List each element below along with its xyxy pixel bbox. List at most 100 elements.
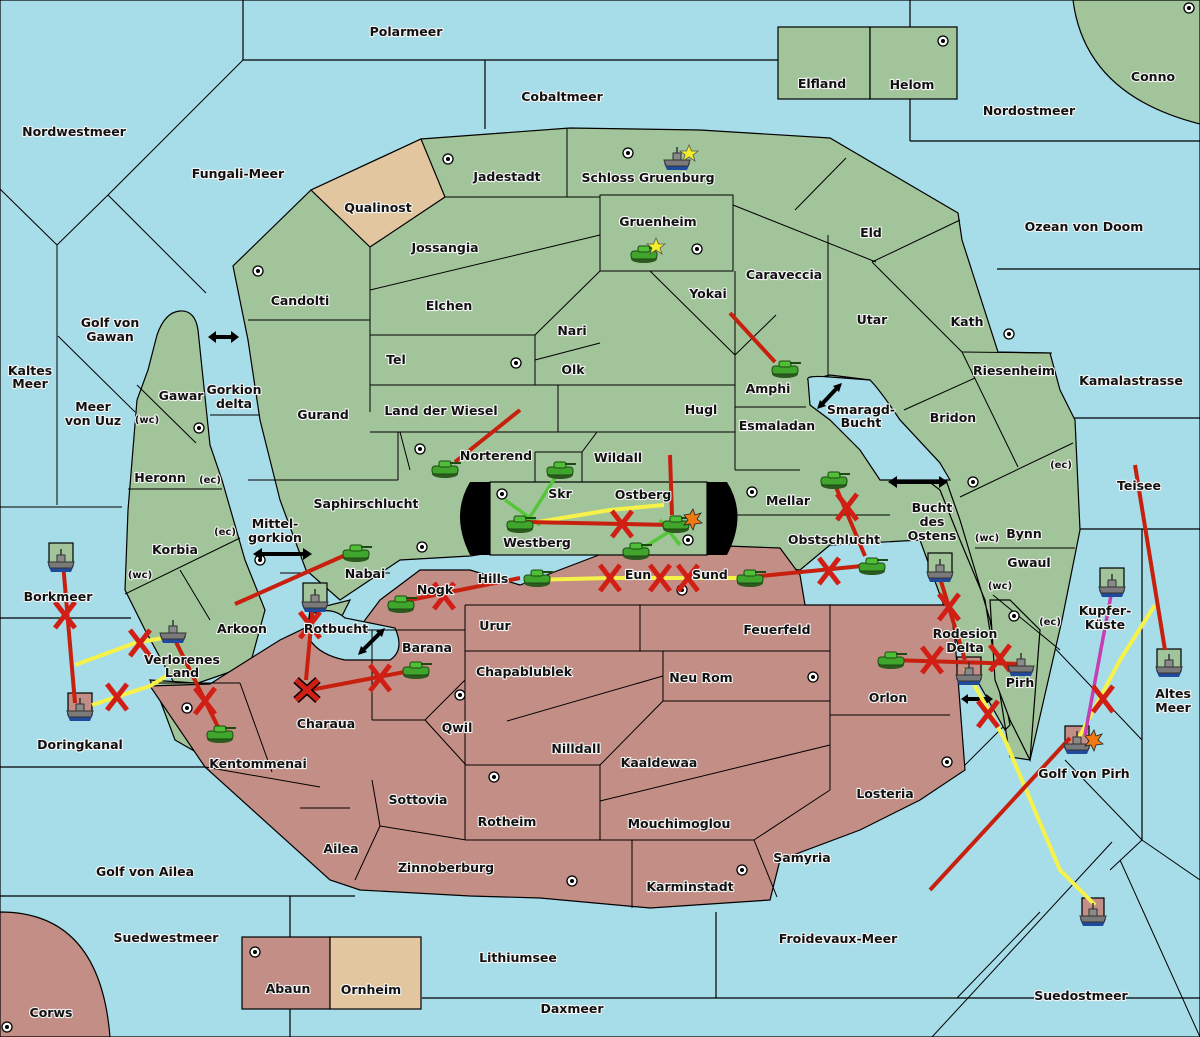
fleet-unit-icon[interactable] bbox=[159, 620, 187, 643]
army-unit-icon[interactable] bbox=[877, 651, 907, 669]
fleet-unit-icon[interactable] bbox=[66, 698, 94, 721]
label-rotbucht: Rotbucht bbox=[304, 621, 368, 636]
star-icon bbox=[678, 143, 700, 162]
label-sottovia: Sottovia bbox=[389, 792, 448, 807]
army-unit-icon[interactable] bbox=[431, 460, 461, 478]
army-unit-icon[interactable] bbox=[622, 542, 652, 560]
army-unit-icon[interactable] bbox=[771, 360, 801, 378]
supply-center-icon bbox=[488, 771, 500, 783]
region-conno[interactable] bbox=[1072, 0, 1200, 125]
army-unit-icon[interactable] bbox=[662, 508, 703, 533]
fleet-unit-icon[interactable] bbox=[301, 589, 329, 612]
fleet-unit-icon[interactable] bbox=[1007, 653, 1035, 676]
supply-center-icon bbox=[414, 443, 426, 455]
label-qwil: Qwil bbox=[442, 720, 473, 735]
label-feuerfeld: Feuerfeld bbox=[743, 622, 810, 637]
army-unit-icon[interactable] bbox=[820, 471, 850, 489]
army-unit-icon[interactable] bbox=[858, 557, 888, 575]
label-wildall: Wildall bbox=[594, 450, 642, 465]
label-land-wiesel: Land der Wiesel bbox=[384, 403, 497, 418]
fleet-unit-icon[interactable] bbox=[1155, 654, 1183, 677]
coast-label: (ec) bbox=[1039, 617, 1061, 628]
label-karminstadt: Karminstadt bbox=[646, 879, 733, 894]
label-arkoon: Arkoon bbox=[217, 621, 267, 636]
label-verlorenes-2: Land bbox=[165, 665, 199, 680]
label-gurand: Gurand bbox=[297, 407, 349, 422]
supply-center-icon bbox=[807, 671, 819, 683]
label-olk: Olk bbox=[561, 362, 585, 377]
supply-center-icon bbox=[937, 35, 949, 47]
region-pirh[interactable] bbox=[989, 599, 1041, 763]
failed-order-x-icon bbox=[298, 610, 322, 640]
label-kath: Kath bbox=[951, 314, 984, 329]
label-orlon: Orlon bbox=[869, 690, 908, 705]
fleet-unit-icon[interactable] bbox=[1079, 903, 1107, 926]
army-unit-icon[interactable] bbox=[546, 461, 576, 479]
region-corws[interactable] bbox=[0, 911, 111, 1037]
label-rodesion-2: Delta bbox=[946, 640, 984, 655]
label-froidevaux: Froidevaux-Meer bbox=[779, 931, 898, 946]
army-unit-icon[interactable] bbox=[387, 595, 417, 613]
failed-order-x-icon bbox=[817, 556, 841, 586]
failed-order-x-icon bbox=[648, 563, 672, 593]
label-smaragd: Smaragd- bbox=[827, 402, 895, 417]
army-unit-icon[interactable] bbox=[402, 661, 432, 679]
label-nilldall: Nilldall bbox=[551, 741, 600, 756]
label-verlorenes: Verlorenes bbox=[144, 652, 220, 667]
label-utar: Utar bbox=[857, 312, 889, 327]
supply-center-icon bbox=[442, 153, 454, 165]
label-borkmeer: Borkmeer bbox=[24, 589, 94, 604]
failed-order-x-icon bbox=[976, 699, 1000, 729]
army-unit-icon[interactable] bbox=[523, 569, 553, 587]
failed-order-x-icon bbox=[920, 645, 944, 675]
region-ornheim[interactable] bbox=[329, 936, 422, 1010]
label-kentommenai: Kentommenai bbox=[209, 756, 307, 771]
label-nari: Nari bbox=[557, 323, 586, 338]
fleet-unit-icon[interactable] bbox=[955, 662, 983, 685]
fleet-unit-icon[interactable] bbox=[1098, 574, 1126, 597]
borders bbox=[124, 128, 1075, 908]
label-golf-ailea: Golf von Ailea bbox=[96, 864, 194, 879]
label-mellar: Mellar bbox=[766, 493, 811, 508]
fleet-unit-icon[interactable] bbox=[47, 549, 75, 572]
label-bridon: Bridon bbox=[930, 410, 976, 425]
army-unit-icon[interactable] bbox=[630, 236, 667, 263]
label-saphirschlucht: Saphirschlucht bbox=[314, 496, 419, 511]
label-bynn: Bynn bbox=[1006, 526, 1041, 541]
label-altes: Altes bbox=[1155, 686, 1191, 701]
label-amphi: Amphi bbox=[746, 381, 791, 396]
label-ailea: Ailea bbox=[323, 841, 358, 856]
coast-label: (ec) bbox=[199, 475, 221, 486]
label-doringkanal: Doringkanal bbox=[37, 737, 123, 752]
supply-center-icon bbox=[1183, 2, 1195, 14]
label-suedwestmeer: Suedwestmeer bbox=[114, 930, 220, 945]
supply-center-icon bbox=[249, 946, 261, 958]
label-mittel: Mittel- bbox=[252, 516, 299, 531]
fleet-unit-icon[interactable] bbox=[663, 143, 700, 170]
label-mittel-2: gorkion bbox=[248, 530, 302, 545]
region-elfland[interactable] bbox=[777, 26, 871, 100]
label-nabai: Nabai bbox=[345, 566, 386, 581]
fleet-unit-icon[interactable] bbox=[1063, 729, 1104, 754]
explosion-icon bbox=[683, 508, 703, 532]
units bbox=[47, 143, 1183, 926]
label-ornheim: Ornheim bbox=[341, 982, 401, 997]
supply-center-icon bbox=[941, 756, 953, 768]
double-arrow-icon bbox=[817, 383, 842, 409]
army-unit-icon[interactable] bbox=[736, 569, 766, 587]
label-nordostmeer: Nordostmeer bbox=[983, 103, 1076, 118]
army-unit-icon[interactable] bbox=[206, 725, 236, 743]
supply-center-icon bbox=[510, 357, 522, 369]
supply-center-icon bbox=[1, 1021, 13, 1033]
failed-order-x-icon bbox=[937, 592, 961, 622]
label-kaltes: Kaltes bbox=[8, 363, 52, 378]
label-corws: Corws bbox=[30, 1005, 73, 1020]
army-unit-icon[interactable] bbox=[506, 515, 536, 533]
fleet-unit-icon[interactable] bbox=[926, 559, 954, 582]
army-unit-icon[interactable] bbox=[342, 544, 372, 562]
region-rotbucht-bay[interactable] bbox=[309, 610, 400, 661]
label-westberg: Westberg bbox=[503, 535, 571, 550]
label-fungali: Fungali-Meer bbox=[192, 166, 285, 181]
